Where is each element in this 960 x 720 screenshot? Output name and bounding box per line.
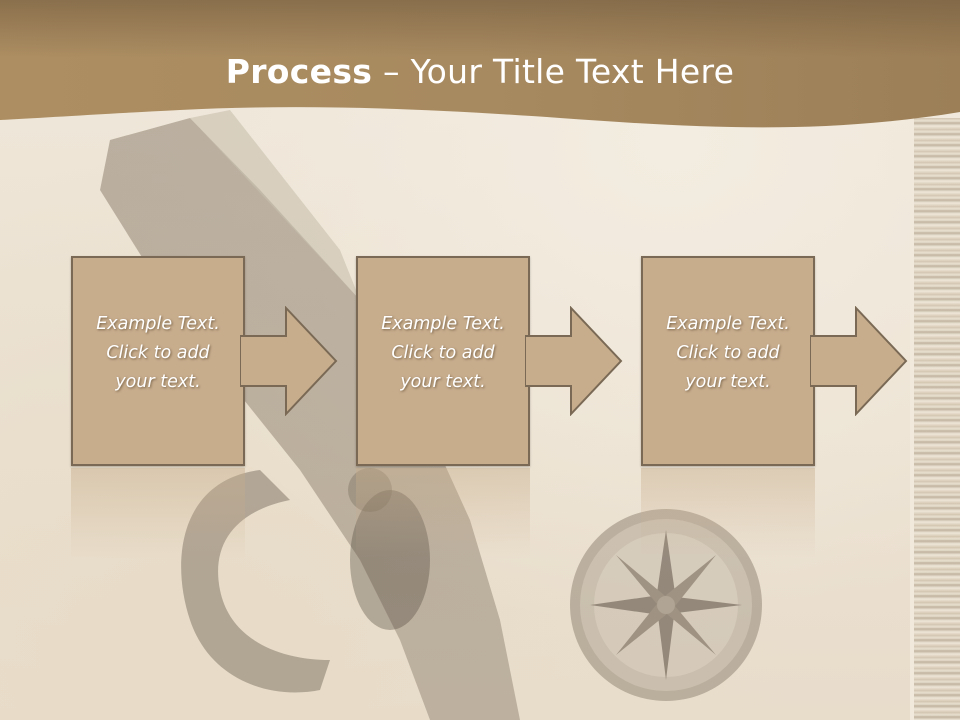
process-step-1[interactable]: Example Text. Click to add your text.	[71, 256, 245, 466]
step-line: Example Text.	[666, 314, 790, 334]
step-text: Example Text. Click to add your text.	[358, 310, 528, 397]
title-rest: – Your Title Text Here	[372, 52, 735, 91]
step-line: Click to add	[391, 343, 495, 363]
step-reflection	[356, 468, 530, 558]
step-line: Click to add	[676, 343, 780, 363]
paper-strip	[914, 118, 960, 720]
header-band	[0, 0, 960, 128]
slide-title[interactable]: Process – Your Title Text Here	[0, 52, 960, 91]
arrow-right-icon	[240, 306, 338, 416]
step-line: Click to add	[106, 343, 210, 363]
step-reflection	[71, 468, 245, 558]
step-line: Example Text.	[96, 314, 220, 334]
step-reflection	[641, 468, 815, 558]
step-line: Example Text.	[381, 314, 505, 334]
step-text: Example Text. Click to add your text.	[73, 310, 243, 397]
process-step-2[interactable]: Example Text. Click to add your text.	[356, 256, 530, 466]
compass-icon	[570, 509, 762, 701]
title-bold: Process	[225, 52, 373, 91]
process-step-3[interactable]: Example Text. Click to add your text.	[641, 256, 815, 466]
step-line: your text.	[400, 372, 486, 392]
arrow-right-icon	[810, 306, 908, 416]
arrow-right-icon	[525, 306, 623, 416]
step-line: your text.	[685, 372, 771, 392]
step-line: your text.	[115, 372, 201, 392]
step-text: Example Text. Click to add your text.	[643, 310, 813, 397]
